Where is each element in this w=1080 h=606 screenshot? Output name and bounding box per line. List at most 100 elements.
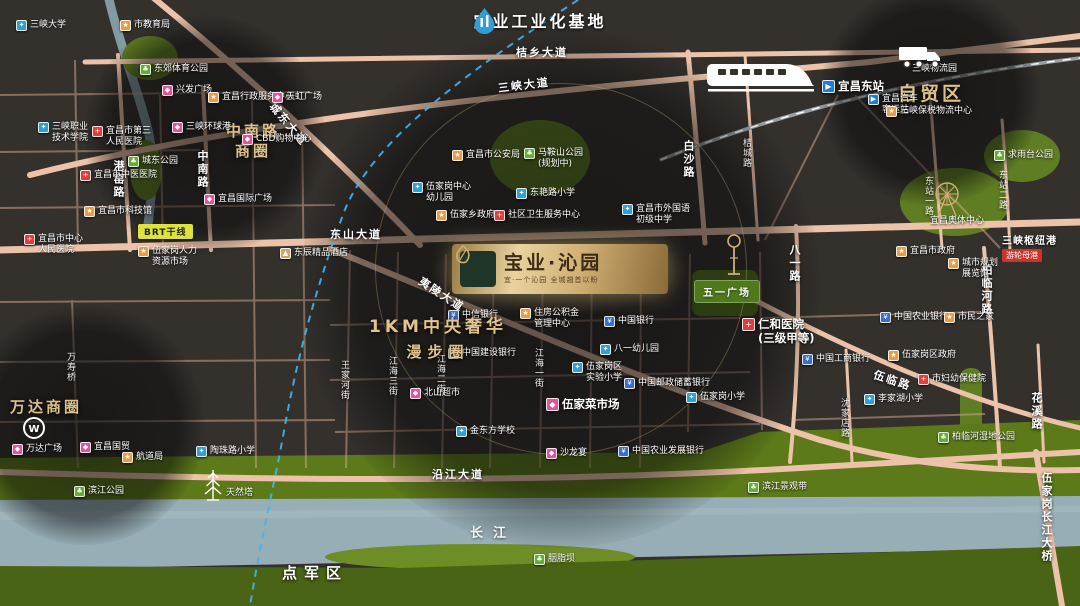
poi-label: 东郊体育公园 [154,64,209,74]
poi-label: 宜昌国际广场 [218,194,273,204]
poi: 宜昌奥体中心 [930,216,984,227]
poi: ★宜昌市政府 [896,246,955,257]
poi-label: 中国农业银行 [894,312,949,322]
gov-marker-icon: ★ [84,206,95,217]
poi-label: 住房公积金 管理中心 [534,308,580,329]
road-label: 伍临路 [871,368,913,393]
park-marker-icon: ♣ [994,150,1005,161]
poi: ¥中国农业发展银行 [618,446,704,457]
poi: ✦宜昌市外国语 初级中学 [622,204,690,226]
poi-label: 城东公园 [142,156,179,166]
bank-marker-icon: ¥ [604,316,615,327]
project-name: 宝业·沁园 [504,251,603,274]
poi: ★市教育局 [120,20,170,31]
poi-label: 万达广场 [26,444,63,454]
road-label: 江海二街 [435,354,445,394]
walk-circle-caption: 1KM中央奢华 漫步圈 [358,312,518,362]
poi: ★宜昌市公安局 [452,150,520,161]
poi: ◆三峡环球港 [172,122,231,133]
park-marker-icon: ♣ [524,148,535,159]
gov-marker-icon: ★ [886,106,897,117]
poi: ▲东辰精品酒店 [280,248,348,259]
highspeed-train-icon [707,64,814,92]
poi: ¥中信银行 [448,310,498,321]
poi: ★航道局 [122,452,163,463]
poi-label: 三峡大学 [30,20,67,30]
gov-marker-icon: ★ [120,20,131,31]
poi-label: 兴发广场 [176,85,213,95]
road-label: 东山大道 [330,228,382,241]
poi-label: 八一幼儿园 [614,344,660,354]
poi-label: 宜昌市政府 [910,246,956,256]
park-marker-icon: ♣ [140,64,151,75]
bank-marker-icon: ¥ [448,348,459,359]
poi-label: 中信银行 [462,310,499,320]
gov-marker-icon: ★ [122,452,133,463]
poi: ★伍家乡政府 [436,210,495,221]
poi: ✦陶珠路小学 [196,446,255,457]
poi-label: 北山超市 [424,388,461,398]
poi: ✦金东方学校 [456,426,515,437]
port-tag: 游轮母港 [1002,249,1042,262]
poi: ★伍家岗区政府 [888,350,956,361]
road-label: 沈家店路 [839,398,849,438]
poi-label: 东艳路小学 [530,188,576,198]
school-marker-icon: ✦ [572,362,583,373]
gov-marker-icon: ★ [452,150,463,161]
poi: ▶宜昌东站 [822,79,884,94]
project-tagline: 宜·一个沁园 全城翘首以盼 [504,276,599,285]
school-marker-icon: ✦ [864,394,875,405]
road-label: 桔城路 [741,138,751,168]
road-label: 中南路 [196,150,209,189]
poi-label: 柏临河湿地公园 [952,432,1016,442]
poi-label: 伍家岗小学 [700,392,746,402]
road-label: 王家河街 [339,360,349,400]
gov-marker-icon: ★ [436,210,447,221]
poi-label: 仁和医院 (三级甲等) [758,317,815,345]
poi: ◆伍家菜市场 [546,397,620,412]
zone-label: 自贸区 [898,83,965,105]
gov-marker-icon: ★ [896,246,907,257]
poi-label: 三峡保税物流中心 [900,106,973,116]
poi: ♣求雨台公园 [994,150,1053,161]
poi-label: 宜昌市第三 人民医院 [106,126,152,147]
poi: ¥中国建设银行 [448,348,516,359]
poi-label: 伍家岗区 实验小学 [586,362,623,383]
hospital-marker-icon: + [494,210,505,221]
poi: +宜昌市中医医院 [80,170,157,181]
poi-label: 马鞍山公园 (规划中) [538,148,584,169]
poi-label: 中国银行 [618,316,655,326]
poi: ✦李家湖小学 [864,394,923,405]
poi: ★三峡保税物流中心 [886,106,972,117]
poi: 天然塔 [226,488,253,499]
poi-label: 天然塔 [226,488,254,498]
poi-label: 宜昌市科技馆 [98,206,153,216]
road-label: 港窑路 [112,160,125,199]
poi-label: 宜昌市外国语 初级中学 [636,204,691,225]
poi: ✦伍家岗小学 [686,392,745,403]
poi: ◆宜昌国贸 [80,442,130,453]
poi-label: 胭脂坝 [548,554,576,564]
poi-label: 航道局 [136,452,164,462]
hospital-marker-icon: + [80,170,91,181]
shopping-marker-icon: ◆ [172,122,183,133]
poi: ♣滨江景观带 [748,482,807,493]
poi: ◆兴发广场 [162,85,212,96]
poi-label: 宜昌东站 [838,79,884,93]
park-marker-icon: ♣ [128,156,139,167]
bank-marker-icon: ¥ [624,378,635,389]
poi: ¥中国银行 [604,316,654,327]
poi-label: 伍家岗人力 资源市场 [152,246,198,267]
road-label: 白沙路 [682,140,695,179]
wuyi-square-label: 五一广场 [694,280,760,303]
logistics-truck-icon [899,47,940,68]
bank-marker-icon: ¥ [618,446,629,457]
project-emblem [456,244,496,287]
road-label: 伍家岗长江大桥 [1040,472,1053,563]
poi: ¥中国工商银行 [802,354,870,365]
road-label: 江海一街 [533,348,543,388]
bank-marker-icon: ¥ [802,354,813,365]
shopping-marker-icon: ◆ [546,448,557,459]
poi: ✦八一幼儿园 [600,344,659,355]
shopping-marker-icon: ◆ [80,442,91,453]
